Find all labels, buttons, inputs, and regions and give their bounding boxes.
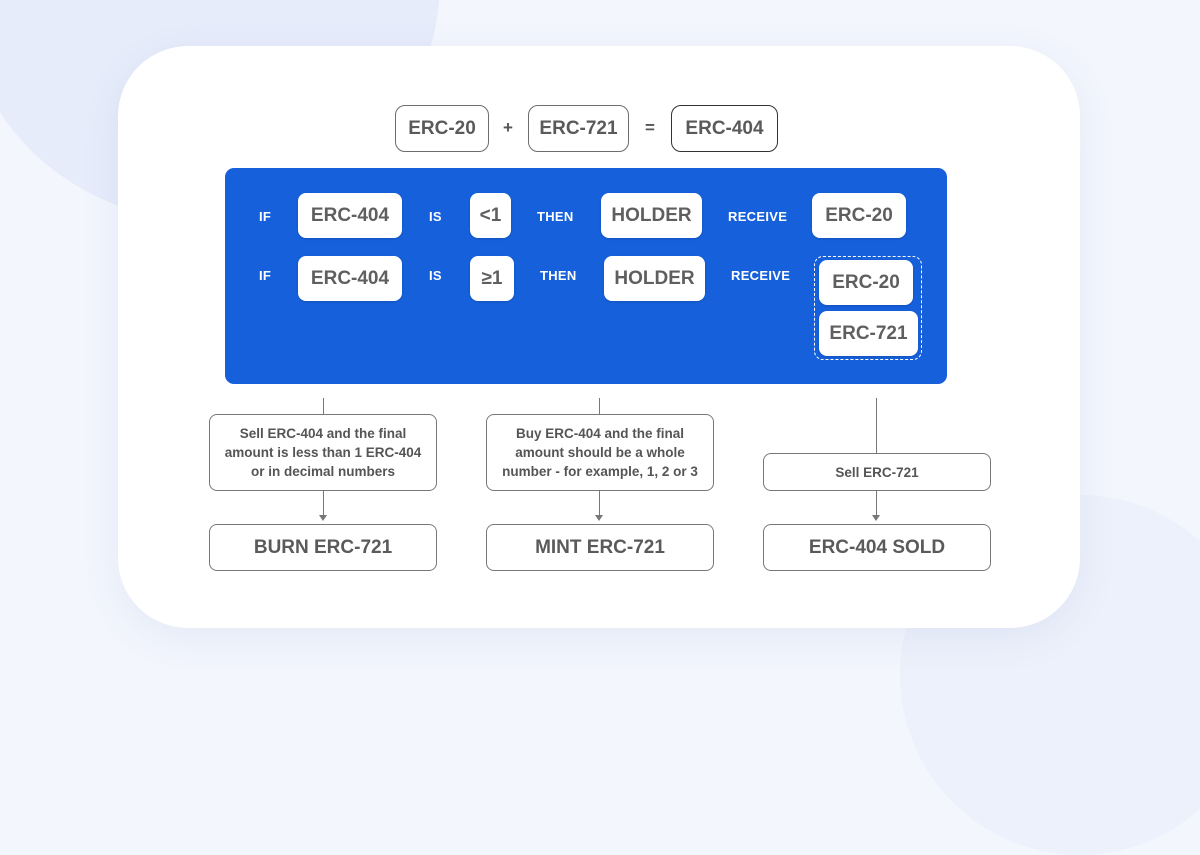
flow3-result: ERC-404 SOLD [763,524,991,571]
flow3-arrowhead-icon [872,515,880,521]
rule2-received-token-erc20: ERC-20 [819,260,913,305]
flow3-connector-top [876,398,877,453]
rule1-actor: HOLDER [601,193,702,238]
rule2-actor: HOLDER [604,256,705,301]
flow1-arrowhead-icon [319,515,327,521]
rule1-subject: ERC-404 [298,193,402,238]
rule1-then-keyword: THEN [537,209,574,224]
flow2-arrowhead-icon [595,515,603,521]
rule1-is-keyword: IS [429,209,442,224]
flow2-description: Buy ERC-404 and the final amount should … [486,414,714,491]
rule2-if-keyword: IF [259,268,272,283]
rule1-receive-keyword: RECEIVE [728,209,788,224]
flow1-result: BURN ERC-721 [209,524,437,571]
rule2-subject: ERC-404 [298,256,402,301]
flow3-description: Sell ERC-721 [763,453,991,491]
rule2-condition: ≥1 [470,256,514,301]
flow1-description: Sell ERC-404 and the final amount is les… [209,414,437,491]
flow2-connector-arrow [599,491,600,515]
rule2-receive-keyword: RECEIVE [731,268,791,283]
flow1-connector-top [323,398,324,414]
plus-sign: + [503,118,513,137]
equals-sign: = [645,118,655,137]
rule1-condition: <1 [470,193,511,238]
rule2-is-keyword: IS [429,268,442,283]
rule2-received-group [814,256,922,360]
flow1-connector-arrow [323,491,324,515]
rule2-then-keyword: THEN [540,268,577,283]
flow2-result: MINT ERC-721 [486,524,714,571]
rule1-received-token: ERC-20 [812,193,906,238]
equation-token-erc404: ERC-404 [671,105,778,152]
equation-token-erc721: ERC-721 [528,105,629,152]
rule1-if-keyword: IF [259,209,272,224]
flow2-connector-top [599,398,600,414]
rule2-received-token-erc721: ERC-721 [819,311,918,356]
flow3-connector-arrow [876,491,877,515]
equation-token-erc20: ERC-20 [395,105,489,152]
